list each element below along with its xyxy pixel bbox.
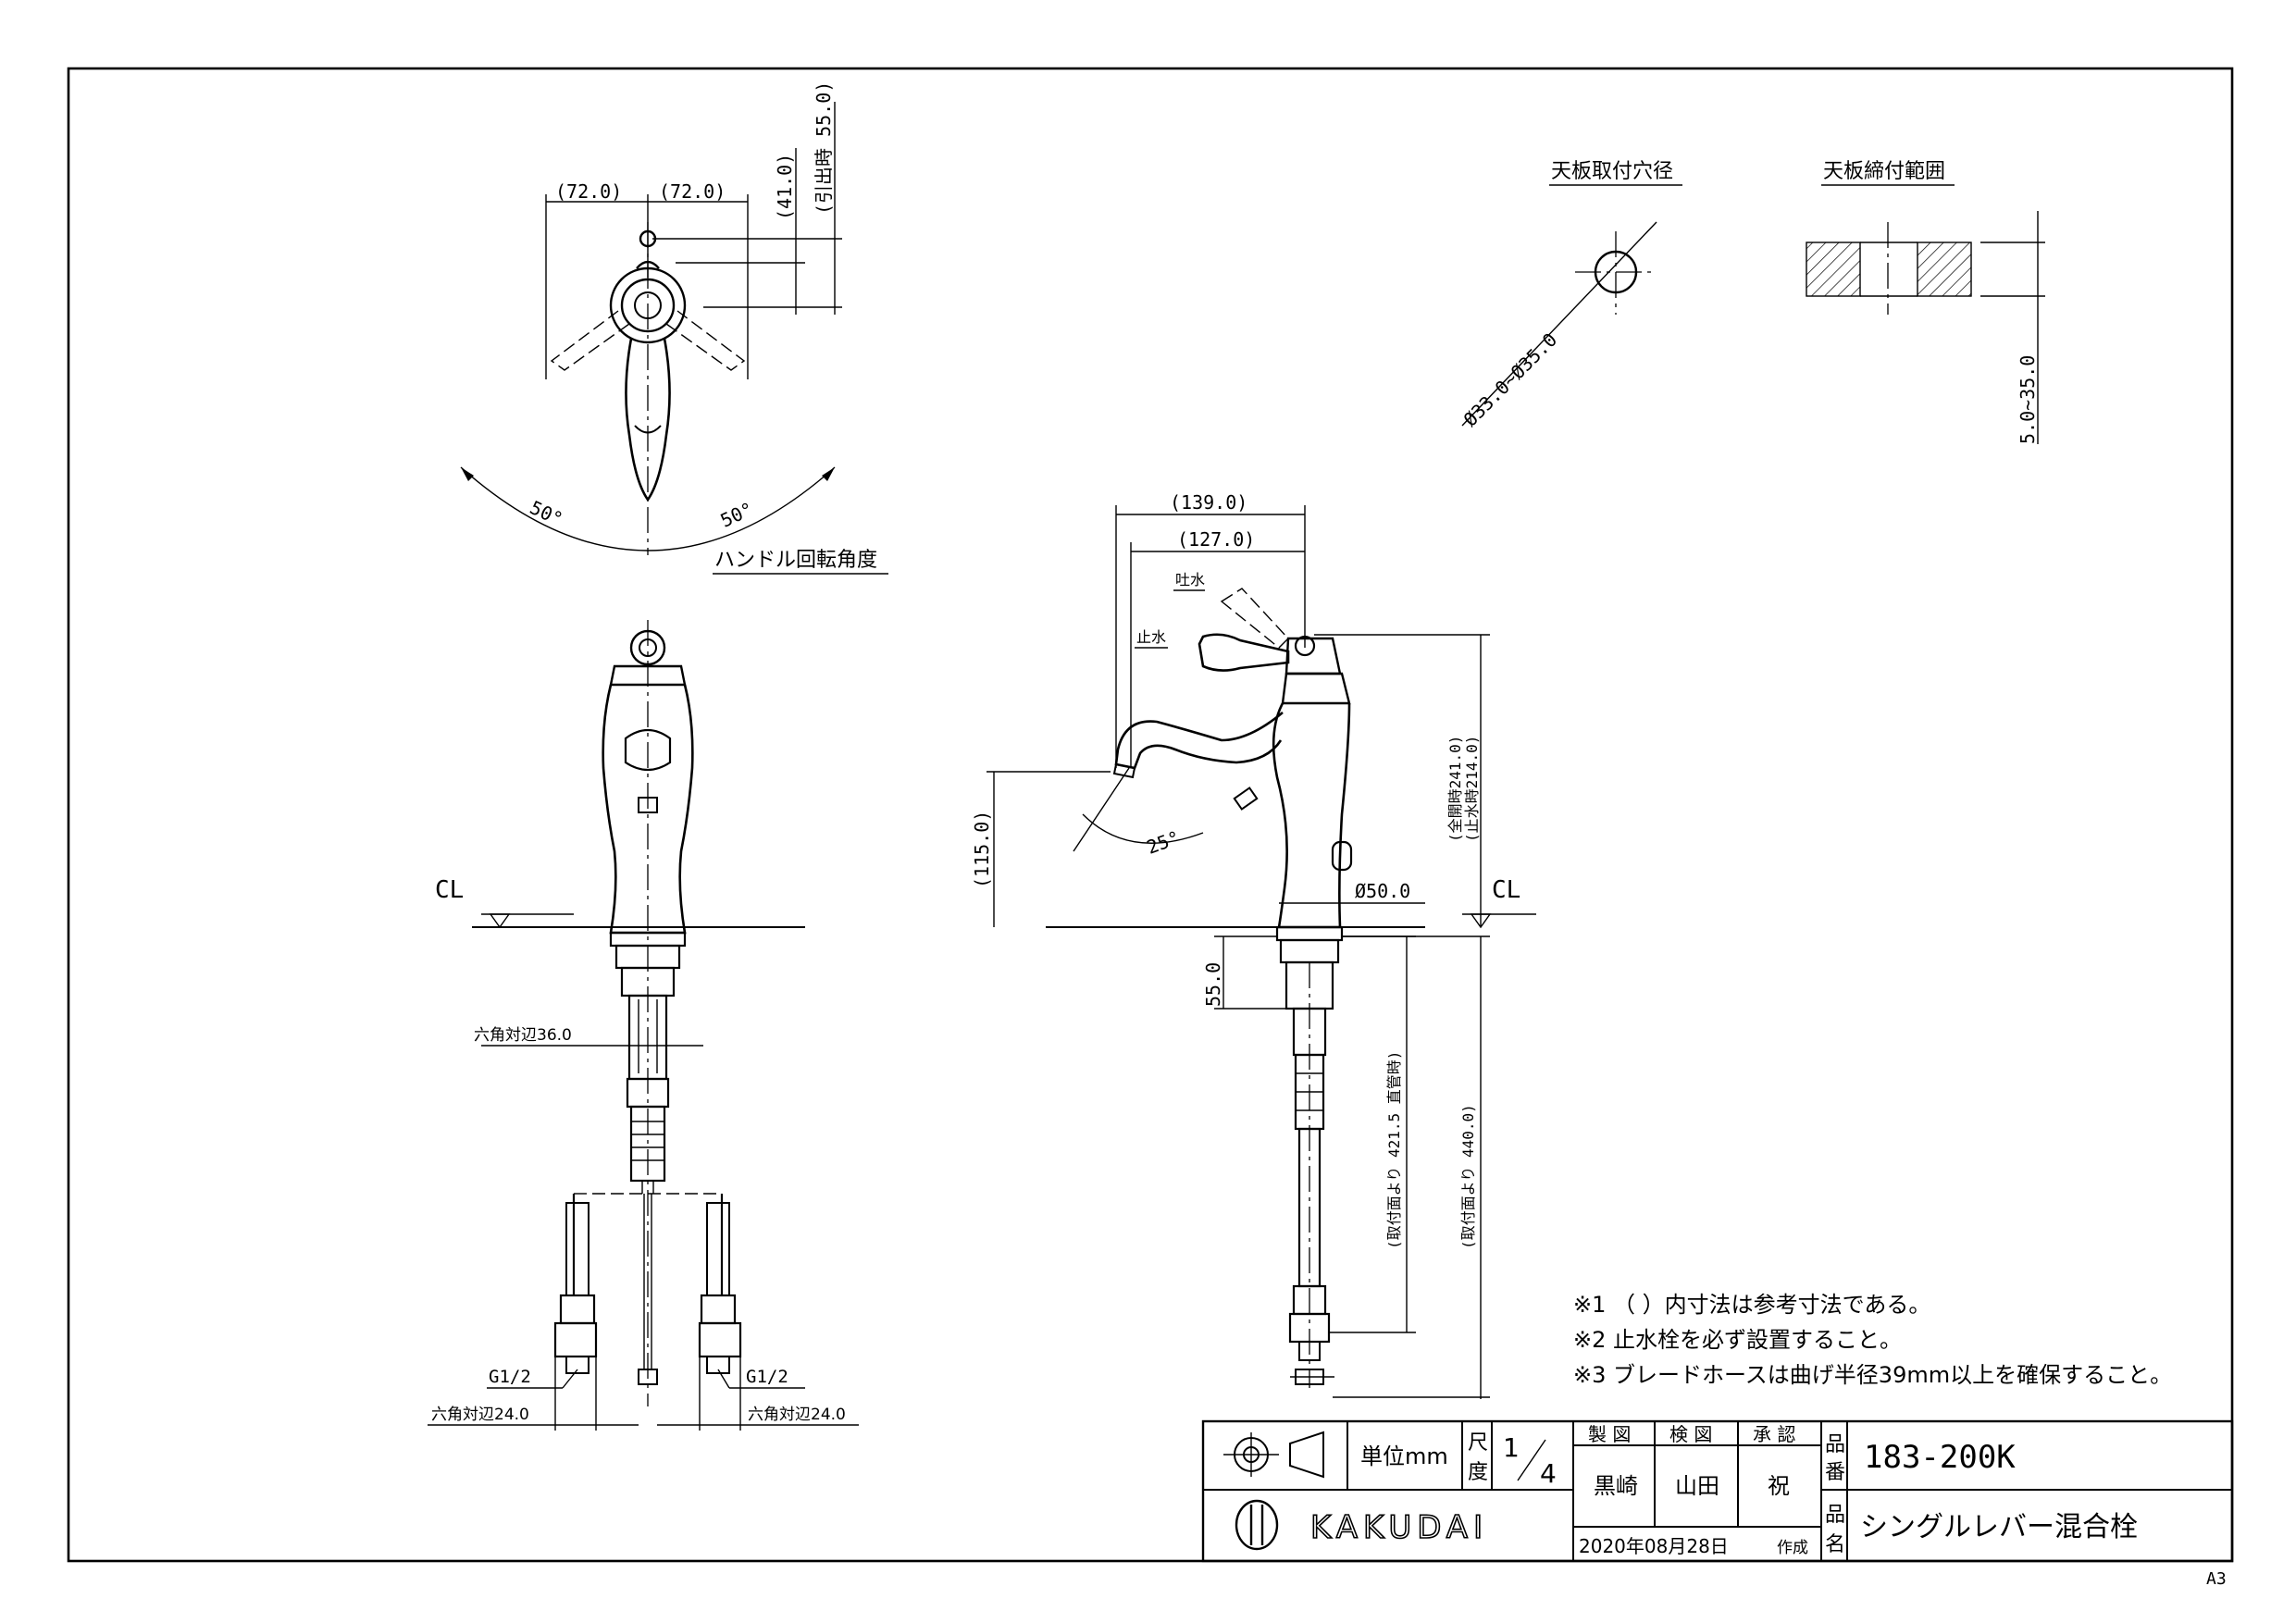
date: 2020年08月28日 [1579,1535,1729,1557]
notes: ※1 （ ）内寸法は参考寸法である。 ※2 止水栓を必ず設置すること。 ※3 ブ… [1573,1292,2172,1388]
cutout-views: 天板取付穴径 Ø33.0~Ø35.0 天板締付範囲 5.0~35.0 [1459,160,2045,444]
dim-left-72: (72.0) [555,180,622,203]
dim-right-72: (72.0) [659,180,726,203]
check-name: 山田 [1675,1473,1719,1499]
hex-main-dim: 六角対辺36.0 [474,1026,572,1045]
name-label-2: 名 [1825,1533,1845,1556]
angle-right-50: 50° [717,498,757,532]
brand-wordmark: KAKUDAI [1310,1509,1488,1546]
dim-height-41: (41.0) [774,154,796,220]
third-angle-projection-icon [1223,1431,1324,1479]
front-view: CL 六角対辺36.0 G1/2 [428,620,859,1431]
dim-139: (139.0) [1170,491,1247,514]
kakudai-logo-icon: KAKUDAI [1235,1499,1488,1551]
side-cl-label: CL [1492,876,1520,904]
scale-label-2: 度 [1468,1461,1488,1484]
unit-label: 単位mm [1360,1443,1448,1469]
top-view: (72.0) (72.0) (41.0) (引出時 55.0) 50° 50° … [460,81,888,575]
name-label-1: 品 [1825,1504,1845,1527]
dim-height-open: (全開時241.0) [1446,736,1464,842]
scale-denominator: 4 [1540,1458,1557,1489]
date-suffix: 作成 [1777,1539,1808,1557]
dim-base-dia: Ø50.0 [1355,880,1410,902]
hex-left-dim: 六角対辺24.0 [431,1406,529,1424]
side-view: (139.0) (127.0) 吐水 止水 25° (115.0) (全開時24… [971,491,1536,1399]
hole-diameter-title: 天板取付穴径 [1551,160,1673,183]
dim-55: 55.0 [1202,962,1224,1007]
clamp-range-dim: 5.0~35.0 [2017,355,2039,444]
sheet-size: A3 [2206,1569,2227,1589]
dim-127: (127.0) [1177,528,1255,551]
approve-label: 承 認 [1753,1423,1795,1445]
dim-115: (115.0) [971,811,993,888]
angle-25: 25° [1144,826,1183,859]
product-name: シングルレバー混合栓 [1860,1511,2138,1543]
caption-handle-rotation: ハンドル回転角度 [714,549,877,572]
made-name: 黒崎 [1594,1473,1638,1499]
hole-diameter-dim: Ø33.0~Ø35.0 [1459,328,1562,431]
label-spout: 吐水 [1175,571,1205,588]
label-stop: 止水 [1136,628,1166,646]
title-block: 単位mm 尺 度 1 4 製 図 検 図 承 認 黒崎 山田 祝 2020年08… [1201,1419,2234,1563]
approve-name: 祝 [1768,1473,1790,1499]
sheet-border [67,67,2234,1563]
dim-4215: (取付面より 421.5 直管時) [1385,1051,1403,1249]
front-cl-label: CL [435,876,464,904]
clamp-range-title: 天板締付範囲 [1823,160,1945,183]
angle-left-50: 50° [527,496,566,530]
check-label: 検 図 [1669,1423,1712,1445]
no-label-1: 品 [1825,1433,1845,1456]
g-right-label: G1/2 [746,1367,788,1387]
note-1: ※1 （ ）内寸法は参考寸法である。 [1573,1292,1930,1318]
dim-height-55: (引出時 55.0) [813,81,835,215]
hex-right-dim: 六角対辺24.0 [748,1406,846,1424]
dim-height-closed: (止水時214.0) [1463,736,1481,842]
product-number: 183-200K [1864,1439,2016,1476]
made-label: 製 図 [1588,1423,1631,1445]
scale-numerator: 1 [1503,1432,1520,1463]
dim-440: (取付面より 440.0) [1459,1104,1477,1249]
g-left-label: G1/2 [489,1367,531,1387]
no-label-2: 番 [1825,1461,1845,1484]
scale-label-1: 尺 [1468,1431,1488,1455]
note-2: ※2 止水栓を必ず設置すること。 [1573,1327,1902,1353]
note-3: ※3 ブレードホースは曲げ半径39mm以上を確保すること。 [1573,1362,2172,1388]
